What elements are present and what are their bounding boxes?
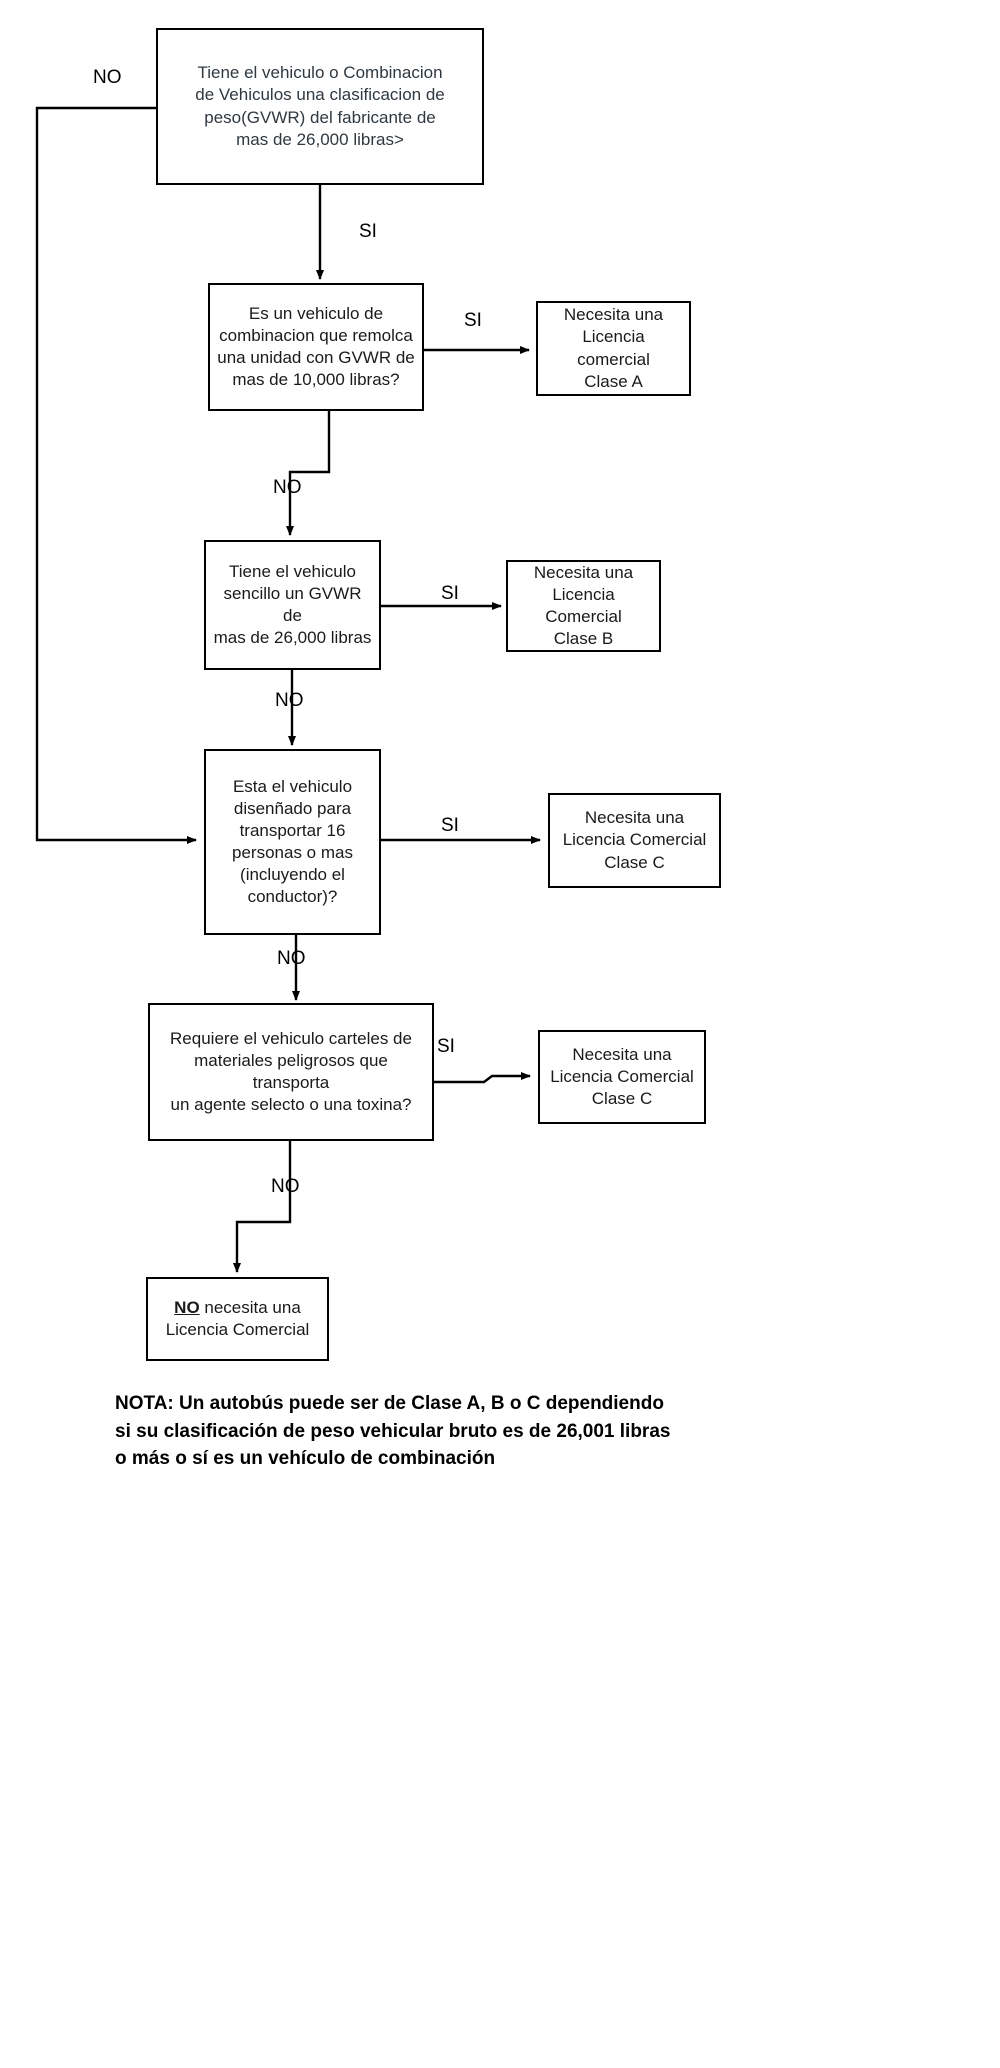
decision-node-gvwr-26000[interactable]: Tiene el vehiculo o Combinacion de Vehic… — [156, 28, 484, 185]
result-node-no-license-rest: necesita una Licencia Comercial — [165, 1297, 310, 1339]
edge-label-no-2: NO — [273, 477, 302, 498]
edge-label-no-5: NO — [271, 1176, 300, 1197]
edge-label-no-3: NO — [275, 690, 304, 711]
edge-label-no-4: NO — [277, 948, 306, 969]
decision-node-single-26000-label: Tiene el vehiculo sencillo un GVWR de ma… — [213, 561, 372, 648]
decision-node-single-26000[interactable]: Tiene el vehiculo sencillo un GVWR de ma… — [204, 540, 381, 670]
result-node-no-license[interactable]: NO necesita una Licencia Comercial — [146, 1277, 329, 1361]
decision-node-hazmat[interactable]: Requiere el vehiculo carteles de materia… — [148, 1003, 434, 1141]
decision-node-16-passengers-label: Esta el vehiculo disenñado para transpor… — [232, 776, 353, 907]
edge-q2-no — [286, 411, 331, 536]
edge-label-si-2: SI — [464, 310, 482, 331]
result-node-class-c-passengers[interactable]: Necesita una Licencia Comercial Clase C — [548, 793, 721, 888]
decision-node-hazmat-label: Requiere el vehiculo carteles de materia… — [170, 1028, 412, 1115]
result-node-class-b[interactable]: Necesita una Licencia Comercial Clase B — [506, 560, 661, 652]
result-node-class-a[interactable]: Necesita una Licencia comercial Clase A — [536, 301, 691, 396]
result-node-class-b-label: Necesita una Licencia Comercial Clase B — [533, 562, 634, 649]
edge-q5-si — [434, 1072, 531, 1084]
decision-node-gvwr-26000-label: Tiene el vehiculo o Combinacion de Vehic… — [195, 63, 445, 149]
footnote-nota: NOTA: Un autobús puede ser de Clase A, B… — [115, 1393, 671, 1470]
decision-node-16-passengers[interactable]: Esta el vehiculo disenñado para transpor… — [204, 749, 381, 935]
result-node-class-c-passengers-label: Necesita una Licencia Comercial Clase C — [562, 808, 707, 872]
result-node-no-license-emphasis: NO — [174, 1297, 200, 1317]
result-node-class-c-hazmat[interactable]: Necesita una Licencia Comercial Clase C — [538, 1030, 706, 1124]
edge-label-no-1: NO — [93, 67, 122, 88]
result-node-no-license-label: NO necesita una Licencia Comercial — [166, 1297, 310, 1341]
edge-label-si-5: SI — [437, 1036, 455, 1057]
edge-label-si-4: SI — [441, 815, 459, 836]
decision-node-combination-10000[interactable]: Es un vehiculo de combinacion que remolc… — [208, 283, 424, 411]
result-node-class-a-label: Necesita una Licencia comercial Clase A — [563, 305, 664, 391]
edge-label-si-3: SI — [441, 583, 459, 604]
result-node-class-c-hazmat-label: Necesita una Licencia Comercial Clase C — [550, 1044, 694, 1109]
edge-q5-no — [233, 1141, 292, 1273]
decision-node-combination-10000-label: Es un vehiculo de combinacion que remolc… — [217, 303, 415, 390]
edge-q1-no — [35, 106, 197, 844]
edge-label-si-1: SI — [359, 221, 377, 242]
